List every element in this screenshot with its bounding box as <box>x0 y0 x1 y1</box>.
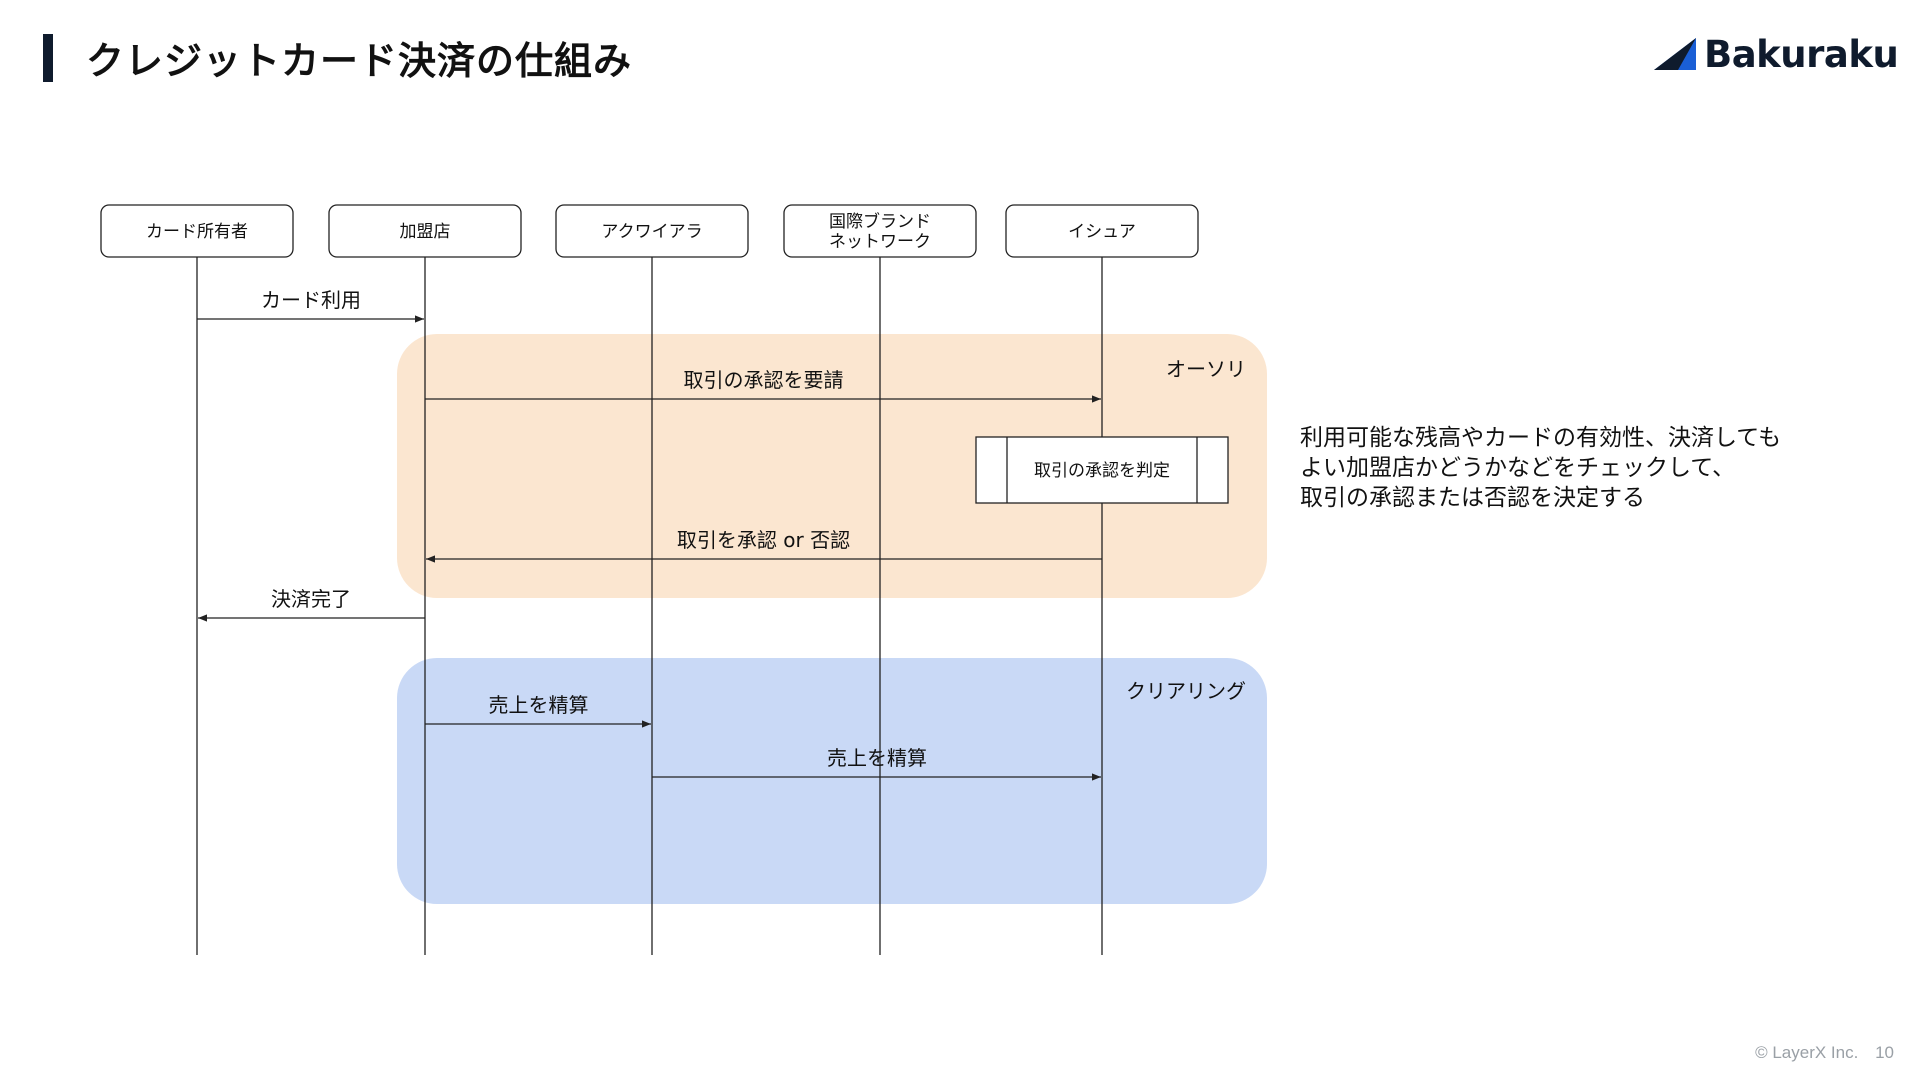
region-label-clearing: クリアリング <box>1126 679 1246 703</box>
message-label-5: 売上を精算 <box>489 693 589 717</box>
message-label-3: 取引を承認 or 否認 <box>677 528 850 552</box>
page-title: クレジットカード決済の仕組み <box>86 39 633 83</box>
footer: © LayerX Inc. 10 <box>1743 1043 1894 1063</box>
participant-label-issuer: イシュア <box>1068 222 1136 242</box>
brand-logo: Bakuraku <box>1652 32 1899 76</box>
copyright-text: © LayerX Inc. <box>1755 1043 1859 1062</box>
brand-name: Bakuraku <box>1704 32 1899 76</box>
note-line-1: 利用可能な残高やカードの有効性、決済しても <box>1300 425 1782 451</box>
participant-box-cardholder <box>100 204 294 258</box>
issuer-note: 利用可能な残高やカードの有効性、決済しても よい加盟店かどうかなどをチェックして… <box>1300 423 1781 513</box>
message-label-2: 取引の承認を要請 <box>684 368 844 392</box>
message-label-1: カード利用 <box>261 288 361 312</box>
region-clearing <box>397 658 1267 904</box>
participant-box-network <box>783 204 977 258</box>
participant-box-acquirer <box>555 204 749 258</box>
region-authorization <box>397 334 1267 598</box>
note-line-2: よい加盟店かどうかなどをチェックして、 <box>1300 455 1736 481</box>
note-line-3: 取引の承認または否認を決定する <box>1300 485 1645 511</box>
process-label: 取引の承認を判定 <box>1034 461 1170 481</box>
participant-label-network: ネットワーク <box>829 232 931 252</box>
process-box <box>975 436 1229 504</box>
title-accent-bar <box>43 34 53 82</box>
participant-label-acquirer: アクワイアラ <box>601 222 702 242</box>
region-label-authorization: オーソリ <box>1166 357 1246 381</box>
participant-label-merchant: 加盟店 <box>400 222 451 242</box>
page-number: 10 <box>1875 1043 1894 1062</box>
logo-mark-icon <box>1654 38 1696 70</box>
participant-label-network: 国際ブランド <box>829 211 931 232</box>
participant-box-issuer <box>1005 204 1199 258</box>
participant-label-cardholder: カード所有者 <box>146 222 248 242</box>
message-label-6: 売上を精算 <box>827 746 927 770</box>
participant-box-merchant <box>328 204 522 258</box>
message-label-4: 決済完了 <box>271 587 351 611</box>
